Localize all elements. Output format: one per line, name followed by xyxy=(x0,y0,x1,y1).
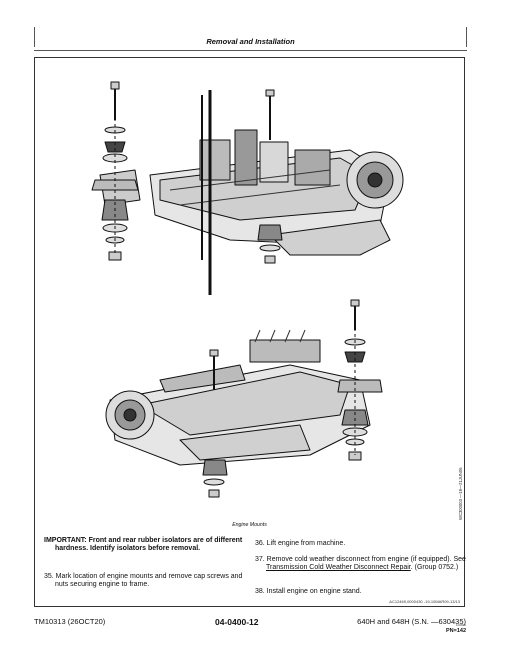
important-label: IMPORTANT: xyxy=(44,537,87,544)
figure-caption: Engine Mounts xyxy=(232,522,267,528)
front-left-mount-stack xyxy=(202,349,228,498)
upper-engine-drawing xyxy=(99,90,404,295)
footer-mini-code: 100820 xyxy=(455,623,466,627)
lower-engine-drawing xyxy=(105,329,371,466)
step-38: 38. Install engine on engine stand. xyxy=(255,588,362,595)
step-37: 37. Remove cold weather disconnect from … xyxy=(255,556,466,573)
section-number: 04-0400-12 xyxy=(215,617,259,627)
manual-id: TM10313 (26OCT20) xyxy=(34,617,106,626)
rear-right-mount-stack xyxy=(257,89,283,264)
engine-mounts-illustration xyxy=(91,81,404,498)
front-right-mount-stack xyxy=(337,299,383,461)
page-number: PN=142 xyxy=(445,628,466,634)
step-37-text: 37. Remove cold weather disconnect from … xyxy=(255,556,466,563)
figure-side-code: WC300003 —19—21JUN06 xyxy=(458,467,463,520)
model-range: 640H and 648H (S.N. —630435) xyxy=(357,617,466,626)
header-rule-left xyxy=(34,27,35,47)
cold-weather-disconnect-link[interactable]: Transmission Cold Weather Disconnect Rep… xyxy=(266,564,411,572)
step-35: 35. Mark location of engine mounts and r… xyxy=(44,573,243,589)
important-text: Front and rear rubber isolators are of d… xyxy=(55,537,243,553)
rear-left-mount-stack xyxy=(91,81,139,261)
step-36: 36. Lift engine from machine. xyxy=(255,540,346,547)
reference-code: AC12469,0000430 -19-10MAR09-13/13 xyxy=(389,599,460,604)
important-note: IMPORTANT: Front and rear rubber isolato… xyxy=(44,537,251,554)
content-frame xyxy=(34,57,465,607)
header-rule-right xyxy=(466,27,467,47)
header-divider xyxy=(34,50,467,51)
step-37-group: . (Group 0752.) xyxy=(410,564,459,572)
section-title: Removal and Installation xyxy=(206,37,295,46)
